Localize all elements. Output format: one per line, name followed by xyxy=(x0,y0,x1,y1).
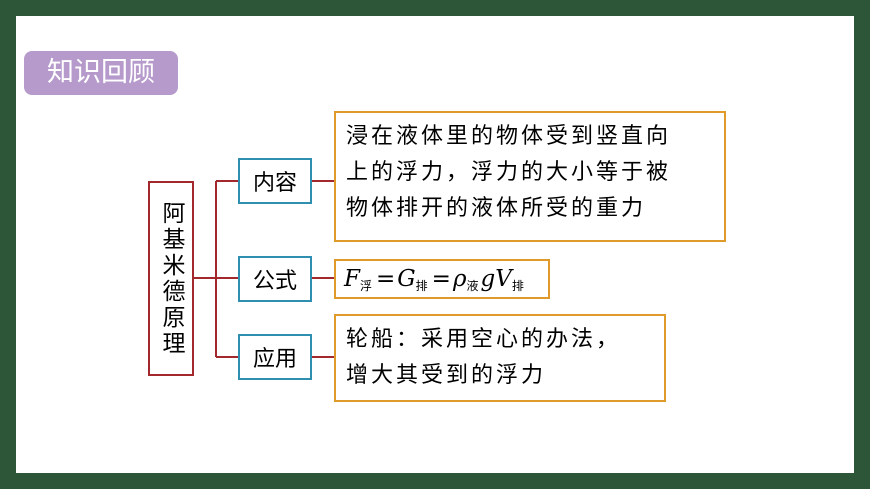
application-line-2: 增大其受到的浮力 xyxy=(346,363,547,388)
content-line-3: 物体排开的液体所受的重力 xyxy=(346,196,647,221)
formula-rho-sub: 液 xyxy=(466,278,479,293)
application-box: 轮船：采用空心的办法， 增大其受到的浮力 xyxy=(334,314,666,402)
content-line-1: 浸在液体里的物体受到竖直向 xyxy=(346,124,672,149)
node-content-label: 内容 xyxy=(252,171,297,196)
node-content: 内容 xyxy=(238,158,312,204)
node-formula-label: 公式 xyxy=(252,269,297,294)
node-formula: 公式 xyxy=(238,256,312,302)
content-line-2: 上的浮力，浮力的大小等于被 xyxy=(346,160,672,185)
formula-v-sub: 排 xyxy=(511,278,524,293)
formula-g-sub: 排 xyxy=(415,278,428,293)
principle-label: 阿基米德原理 xyxy=(158,200,184,357)
formula-eq2: = xyxy=(431,266,451,292)
formula-f-sub: 浮 xyxy=(359,278,372,293)
formula-eq1: = xyxy=(375,266,396,292)
formula-rho: ρ xyxy=(452,266,467,292)
formula-box: F 浮 = G 排 = ρ 液 g V 排 xyxy=(334,259,550,299)
content-box: 浸在液体里的物体受到竖直向 上的浮力，浮力的大小等于被 物体排开的液体所受的重力 xyxy=(334,111,726,242)
formula-g: G xyxy=(397,266,416,292)
application-line-1: 轮船：采用空心的办法， xyxy=(346,327,622,352)
formula-f: F xyxy=(344,266,360,292)
slide: 知识回顾 阿基米德原理 内容 浸在液体里的物体受到竖直向 上的浮力，浮力的大小等… xyxy=(16,16,854,473)
review-badge: 知识回顾 xyxy=(24,51,178,95)
node-application-label: 应用 xyxy=(252,347,297,372)
principle-box: 阿基米德原理 xyxy=(148,181,194,376)
buoyancy-formula: F 浮 = G 排 = ρ 液 g V 排 xyxy=(336,261,548,297)
formula-v: V xyxy=(495,266,512,292)
node-application: 应用 xyxy=(238,334,312,380)
connector-lines xyxy=(194,180,334,358)
formula-g2: g xyxy=(480,266,496,292)
